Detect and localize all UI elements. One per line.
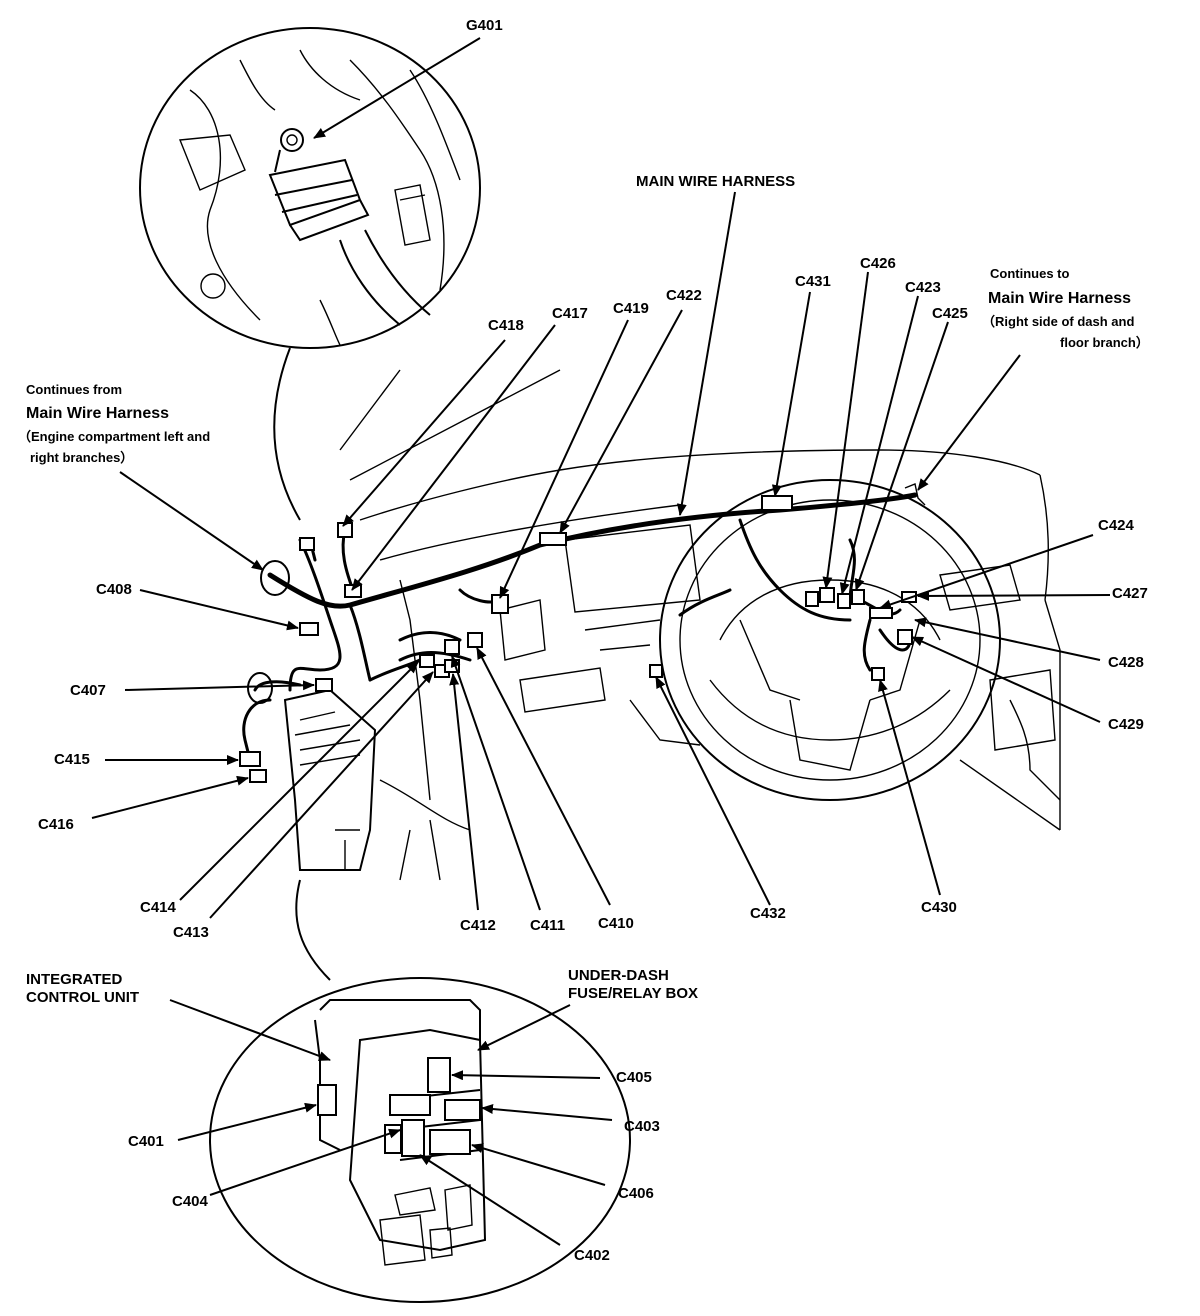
label-c429: C429 <box>1108 716 1144 733</box>
c407-ring <box>247 672 273 704</box>
fuse-box-detail-circle <box>209 977 631 1303</box>
label-c413: C413 <box>173 924 209 941</box>
label-c417: C417 <box>552 305 588 322</box>
label-c422: C422 <box>666 287 702 304</box>
label-c419: C419 <box>613 300 649 317</box>
label-continues-to-1: Continues to <box>990 266 1069 281</box>
label-main-wire-harness: MAIN WIRE HARNESS <box>636 173 795 190</box>
label-icu-2: CONTROL UNIT <box>26 989 139 1006</box>
leader-arrows <box>91 37 1111 1246</box>
label-c414: C414 <box>140 899 177 916</box>
label-fuse-2: FUSE/RELAY BOX <box>568 985 698 1002</box>
label-c431: C431 <box>795 273 831 290</box>
labels: G401 MAIN WIRE HARNESS Continues from Ma… <box>18 17 1149 1264</box>
label-c427: C427 <box>1112 585 1148 602</box>
label-icu-1: INTEGRATED <box>26 971 123 988</box>
label-c410: C410 <box>598 915 634 932</box>
label-c405: C405 <box>616 1069 652 1086</box>
label-continues-from-2: Main Wire Harness <box>26 405 169 422</box>
label-c402: C402 <box>574 1247 610 1264</box>
label-continues-from-3: （Engine compartment left and <box>18 429 210 444</box>
dashboard-outline <box>339 369 1061 881</box>
label-c408: C408 <box>96 581 132 598</box>
label-continues-to-3: （Right side of dash and <box>982 314 1134 329</box>
detail-connector-top <box>273 347 301 521</box>
c408-ring <box>260 560 290 596</box>
label-c425: C425 <box>932 305 968 322</box>
label-c426: C426 <box>860 255 896 272</box>
label-c432: C432 <box>750 905 786 922</box>
dash-connectors <box>239 495 917 783</box>
label-c415: C415 <box>54 751 90 768</box>
g401-detail-circle <box>139 27 481 349</box>
label-c407: C407 <box>70 682 106 699</box>
label-c406: C406 <box>618 1185 654 1202</box>
label-c416: C416 <box>38 816 74 833</box>
label-continues-to-2: Main Wire Harness <box>988 290 1131 307</box>
steering-wheel <box>659 479 1001 801</box>
label-c404: C404 <box>172 1193 209 1210</box>
integrated-control-unit-body <box>283 688 377 871</box>
label-c411: C411 <box>530 917 565 934</box>
label-g401: G401 <box>466 17 503 34</box>
label-fuse-1: UNDER-DASH <box>568 967 669 984</box>
detail-connector-bottom <box>295 879 331 981</box>
label-c401: C401 <box>128 1133 164 1150</box>
label-c423: C423 <box>905 279 941 296</box>
label-c418: C418 <box>488 317 524 334</box>
label-c403: C403 <box>624 1118 660 1135</box>
label-continues-to-4: floor branch） <box>1060 335 1149 350</box>
label-c412: C412 <box>460 917 496 934</box>
label-c428: C428 <box>1108 654 1144 671</box>
label-c430: C430 <box>921 899 957 916</box>
label-c424: C424 <box>1098 517 1135 534</box>
label-continues-from-4: right branches） <box>30 450 133 465</box>
label-continues-from-1: Continues from <box>26 382 122 397</box>
